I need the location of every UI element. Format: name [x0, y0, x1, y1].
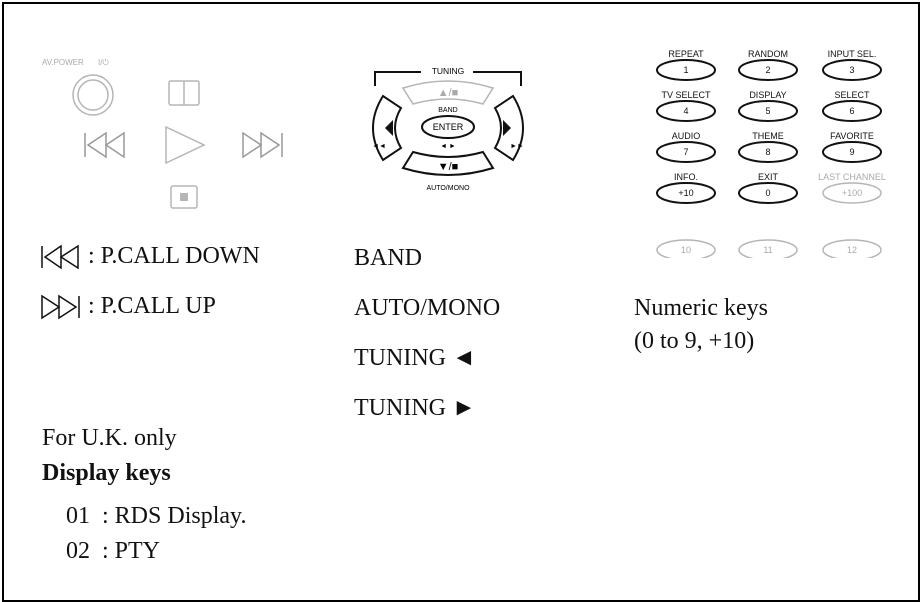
- keypad-button[interactable]: DISPLAY 5: [738, 90, 798, 122]
- keypad-value: 9: [849, 147, 854, 157]
- band-legend: BAND: [354, 245, 423, 271]
- tuning-right-legend: TUNING ►: [354, 395, 476, 421]
- tuning-pad-diagram: TUNING ▲/■ ◄◄ ►► BAND ENTER ◄ ► ▼/■ AUTO…: [372, 66, 524, 192]
- keypad-oval: [738, 59, 798, 81]
- numeric-keys-legend: Numeric keys: [634, 295, 768, 321]
- enter-label: ENTER: [433, 122, 464, 132]
- keypad-button[interactable]: RANDOM 2: [738, 49, 798, 81]
- tuning-label: TUNING: [432, 66, 465, 76]
- keypad-label: RANDOM: [748, 49, 788, 59]
- keypad-label: INFO.: [674, 172, 698, 182]
- pcall-up-row: : P.CALL UP: [40, 293, 216, 320]
- power-symbol: I/⏻: [98, 58, 109, 67]
- keypad-oval: [822, 100, 882, 122]
- display-key-item: 02 : PTY: [66, 538, 161, 564]
- keypad-value: 1: [683, 65, 688, 75]
- keypad-oval: [738, 100, 798, 122]
- svg-text:►►: ►►: [510, 143, 524, 150]
- pcall-down-label: : P.CALL DOWN: [88, 243, 260, 269]
- keypad-button[interactable]: EXIT 0: [738, 172, 798, 204]
- skip-back-icon[interactable]: [84, 131, 125, 159]
- keypad-button[interactable]: REPEAT 1: [656, 49, 716, 81]
- down-stop-symbol: ▼/■: [438, 161, 459, 173]
- keypad-value: 5: [765, 106, 770, 116]
- keypad-oval: [738, 182, 798, 204]
- keypad-button[interactable]: LAST CHANNEL +100: [818, 172, 886, 204]
- keypad-value: 10: [681, 245, 691, 255]
- keypad-label: SELECT: [834, 90, 870, 100]
- keypad-oval: [738, 239, 798, 258]
- band-label: BAND: [438, 107, 457, 114]
- keypad-label: INPUT SEL.: [828, 49, 877, 59]
- keypad-label: REPEAT: [668, 49, 704, 59]
- keypad-oval: [656, 182, 716, 204]
- pcall-down-row: : P.CALL DOWN: [40, 243, 260, 270]
- keypad-oval: [656, 100, 716, 122]
- keypad-value: 8: [765, 147, 770, 157]
- keypad-oval: [656, 141, 716, 163]
- svg-text:◄◄: ◄◄: [372, 143, 386, 150]
- keypad-value: 11: [763, 245, 772, 255]
- keypad-label: TV SELECT: [661, 90, 711, 100]
- keypad-value: +100: [842, 188, 862, 198]
- numeric-keypad-diagram: REPEAT 1 RANDOM 2 INPUT SEL. 3 TV SELECT 4 DISPL…: [656, 49, 886, 258]
- keypad-button[interactable]: FAVORITE 9: [822, 131, 882, 163]
- keypad-button[interactable]: AUDIO 7: [656, 131, 716, 163]
- uk-only-note: For U.K. only: [42, 425, 177, 451]
- display-keys-title: Display keys: [42, 460, 171, 486]
- play-icon[interactable]: [165, 125, 206, 165]
- auto-mono-label: AUTO/MONO: [426, 185, 470, 192]
- keypad-button[interactable]: INFO. +10: [656, 172, 716, 204]
- keypad-value: 0: [765, 188, 770, 198]
- tuning-right-button[interactable]: [493, 94, 524, 162]
- keypad-label: LAST CHANNEL: [818, 172, 886, 182]
- tuning-up-button[interactable]: [401, 80, 495, 105]
- keypad-oval: [738, 141, 798, 163]
- keypad-value: 2: [765, 65, 770, 75]
- keypad-button[interactable]: INPUT SEL. 3: [822, 49, 882, 81]
- enter-button[interactable]: [421, 115, 475, 139]
- keypad-value: 4: [683, 106, 688, 116]
- svg-text:◄ ►: ◄ ►: [440, 143, 456, 150]
- keypad-oval: [822, 182, 882, 204]
- keypad-oval: [822, 59, 882, 81]
- keypad-button[interactable]: 12: [822, 239, 882, 258]
- keypad-value: 7: [683, 147, 688, 157]
- keypad-label: THEME: [752, 131, 784, 141]
- up-stop-symbol: ▲/■: [438, 87, 459, 99]
- keypad-oval: [822, 239, 882, 258]
- keypad-value: +10: [678, 188, 693, 198]
- keypad-value: 6: [849, 106, 854, 116]
- keypad-oval: [656, 59, 716, 81]
- keypad-label: AUDIO: [672, 131, 701, 141]
- keypad-oval: [656, 239, 716, 258]
- keypad-oval: [822, 141, 882, 163]
- keypad-button[interactable]: 10: [656, 239, 716, 258]
- power-button[interactable]: [72, 74, 114, 116]
- keypad-value: 3: [849, 65, 854, 75]
- numeric-range-legend: (0 to 9, +10): [634, 328, 755, 354]
- pcall-up-label: : P.CALL UP: [88, 293, 216, 319]
- stop-button[interactable]: [170, 185, 198, 209]
- transport-controls-diagram: AV.POWER I/⏻: [42, 58, 283, 209]
- keypad-value: 12: [847, 245, 857, 255]
- keypad-label: DISPLAY: [749, 90, 786, 100]
- skip-forward-icon[interactable]: [242, 131, 283, 159]
- tuning-left-button[interactable]: [372, 94, 403, 162]
- skip-back-icon: [41, 245, 79, 270]
- keypad-button[interactable]: 11: [738, 239, 798, 258]
- keypad-button[interactable]: TV SELECT 4: [656, 90, 716, 122]
- keypad-label: FAVORITE: [830, 131, 874, 141]
- display-key-item: 01 : RDS Display.: [66, 503, 247, 529]
- tuning-left-legend: TUNING ◄: [354, 345, 476, 371]
- keypad-button[interactable]: SELECT 6: [822, 90, 882, 122]
- keypad-button[interactable]: THEME 8: [738, 131, 798, 163]
- av-power-label: AV.POWER: [42, 58, 84, 67]
- tuning-down-button[interactable]: [401, 150, 495, 176]
- keypad-label: EXIT: [758, 172, 779, 182]
- skip-forward-icon: [41, 295, 80, 320]
- auto-mono-legend: AUTO/MONO: [354, 295, 501, 321]
